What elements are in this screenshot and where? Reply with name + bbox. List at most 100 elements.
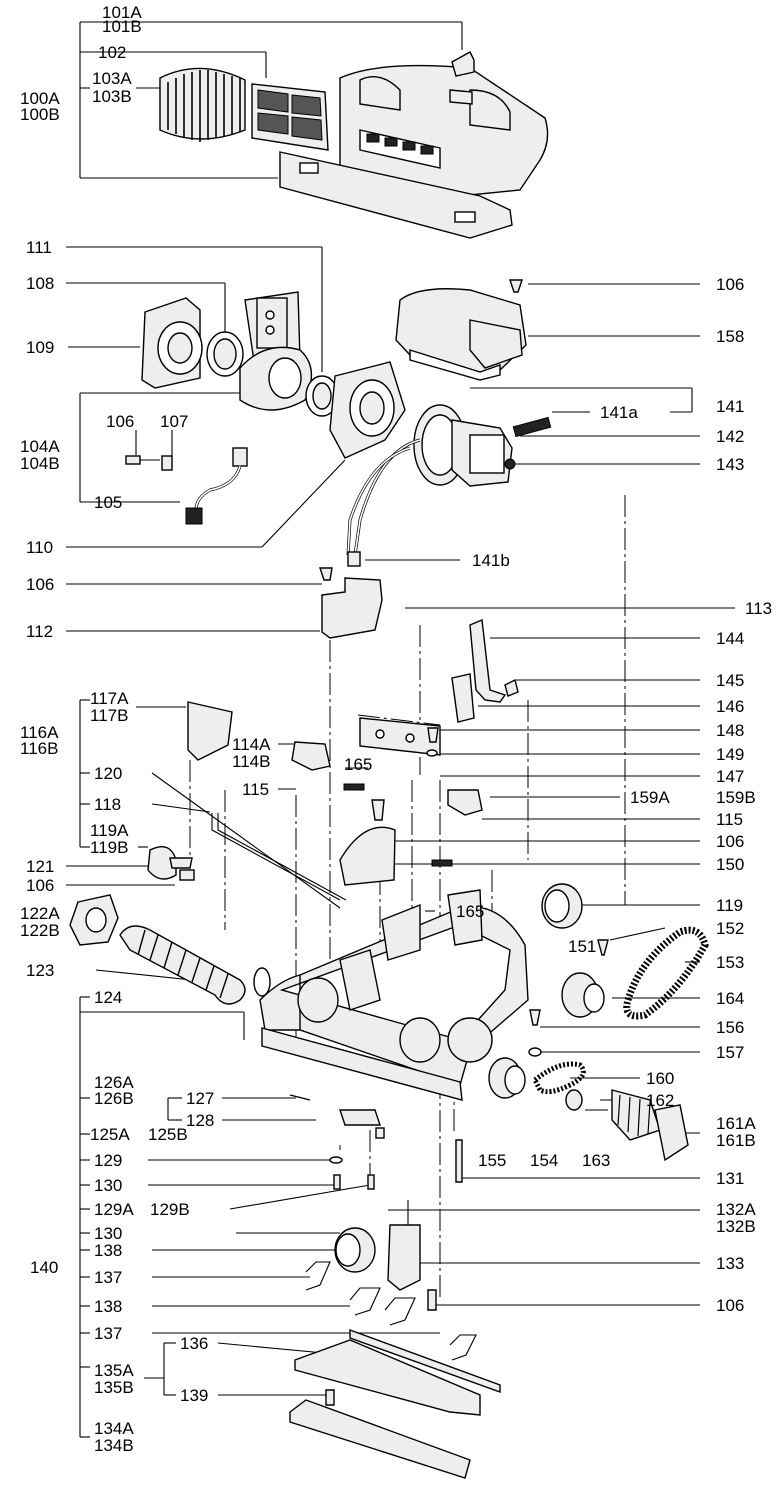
- leader-lines: [66, 21, 735, 1438]
- part-label: 160: [646, 1069, 675, 1088]
- part-label: 127: [186, 1089, 215, 1108]
- part-label: 161B: [716, 1131, 756, 1150]
- part-label: 122B: [20, 921, 60, 940]
- part-label: 106: [716, 832, 745, 851]
- part-label: 122A: [20, 904, 60, 923]
- part-label: 144: [716, 629, 745, 648]
- part-label: 118: [94, 795, 122, 814]
- part-label: 150: [716, 855, 745, 874]
- part-label: 158: [716, 327, 745, 346]
- part-label: 141b: [472, 551, 510, 570]
- part-label: 137: [94, 1268, 123, 1287]
- part-label: 108: [26, 274, 55, 293]
- part-label: 138: [94, 1297, 123, 1316]
- part-label: 159A: [630, 788, 670, 807]
- part-label: 132B: [716, 1217, 756, 1236]
- part-label: 126A: [94, 1073, 134, 1092]
- part-label: 133: [716, 1254, 745, 1273]
- part-label: 142: [716, 427, 745, 446]
- part-label: 114A: [232, 735, 271, 754]
- part-label: 151: [568, 937, 597, 956]
- part-label: 100A: [20, 89, 60, 108]
- part-label: 113: [745, 599, 773, 618]
- part-label: 128: [186, 1111, 215, 1130]
- part-label: 157: [716, 1043, 745, 1062]
- part-label: 129B: [150, 1200, 190, 1219]
- part-label: 155: [478, 1151, 507, 1170]
- part-label: 107: [160, 412, 189, 431]
- part-label: 111: [26, 238, 52, 257]
- part-label: 104A: [20, 437, 60, 456]
- part-label: 135B: [94, 1378, 134, 1397]
- part-label: 120: [94, 764, 123, 783]
- part-label: 131: [716, 1169, 745, 1188]
- part-label: 106: [716, 275, 745, 294]
- part-label: 163: [582, 1151, 611, 1170]
- part-label: 106: [106, 412, 135, 431]
- part-label: 102: [98, 43, 127, 62]
- part-label: 159B: [716, 788, 756, 807]
- part-label: 119A: [90, 821, 129, 840]
- part-label: 123: [26, 961, 55, 980]
- part-label: 112: [26, 622, 54, 641]
- part-label: 147: [716, 767, 745, 786]
- part-label: 121: [26, 857, 55, 876]
- part-label: 117A: [90, 689, 129, 708]
- part-label: 104B: [20, 454, 60, 473]
- part-label: 162: [646, 1091, 675, 1110]
- part-label: 165: [344, 755, 373, 774]
- part-label: 137: [94, 1324, 123, 1343]
- part-label: 109: [26, 338, 55, 357]
- part-label: 125B: [148, 1125, 188, 1144]
- part-label: 129: [94, 1151, 123, 1170]
- part-label: 136: [180, 1334, 209, 1353]
- part-label: 161A: [716, 1114, 756, 1133]
- part-label: 110: [26, 538, 54, 557]
- part-label: 145: [716, 671, 745, 690]
- part-label: 103B: [92, 87, 132, 106]
- part-label: 152: [716, 919, 745, 938]
- part-label: 101A: [102, 3, 142, 22]
- part-label: 146: [716, 697, 745, 716]
- part-label: 139: [180, 1386, 209, 1405]
- part-label: 100B: [20, 105, 60, 124]
- part-label: 115: [242, 780, 270, 799]
- part-label: 125A: [90, 1125, 130, 1144]
- part-label: 149: [716, 745, 745, 764]
- part-label: 165: [456, 902, 485, 921]
- part-label: 119: [716, 896, 744, 915]
- base-assembly: [119, 883, 709, 1479]
- part-label: 134A: [94, 1419, 134, 1438]
- motor-housing-parts: [125, 279, 552, 567]
- part-label: 124: [94, 988, 123, 1007]
- part-label: 106: [26, 575, 55, 594]
- part-label: 164: [716, 989, 745, 1008]
- part-label: 106: [716, 1296, 745, 1315]
- part-label: 153: [716, 953, 745, 972]
- part-label: 141a: [600, 403, 638, 422]
- part-label: 101B: [102, 17, 142, 36]
- part-label: 132A: [716, 1200, 756, 1219]
- part-label: 119B: [90, 838, 129, 857]
- part-label: 114B: [232, 752, 271, 771]
- part-label: 141: [716, 397, 745, 416]
- part-label: 134B: [94, 1436, 134, 1455]
- part-label: 156: [716, 1018, 745, 1037]
- top-cover-assembly: [159, 51, 549, 239]
- part-label: 130: [94, 1176, 123, 1195]
- part-label: 130: [94, 1224, 123, 1243]
- part-label: 103A: [92, 69, 132, 88]
- part-label: 140: [30, 1258, 59, 1277]
- part-label: 148: [716, 721, 745, 740]
- part-label: 135A: [94, 1361, 134, 1380]
- part-label: 143: [716, 455, 745, 474]
- part-label: 116B: [20, 739, 59, 758]
- part-label: 129A: [94, 1200, 134, 1219]
- part-label: 115: [716, 810, 744, 829]
- part-label: 138: [94, 1241, 123, 1260]
- part-label: 105: [94, 493, 123, 512]
- part-label: 126B: [94, 1089, 134, 1108]
- part-label: 106: [26, 876, 55, 895]
